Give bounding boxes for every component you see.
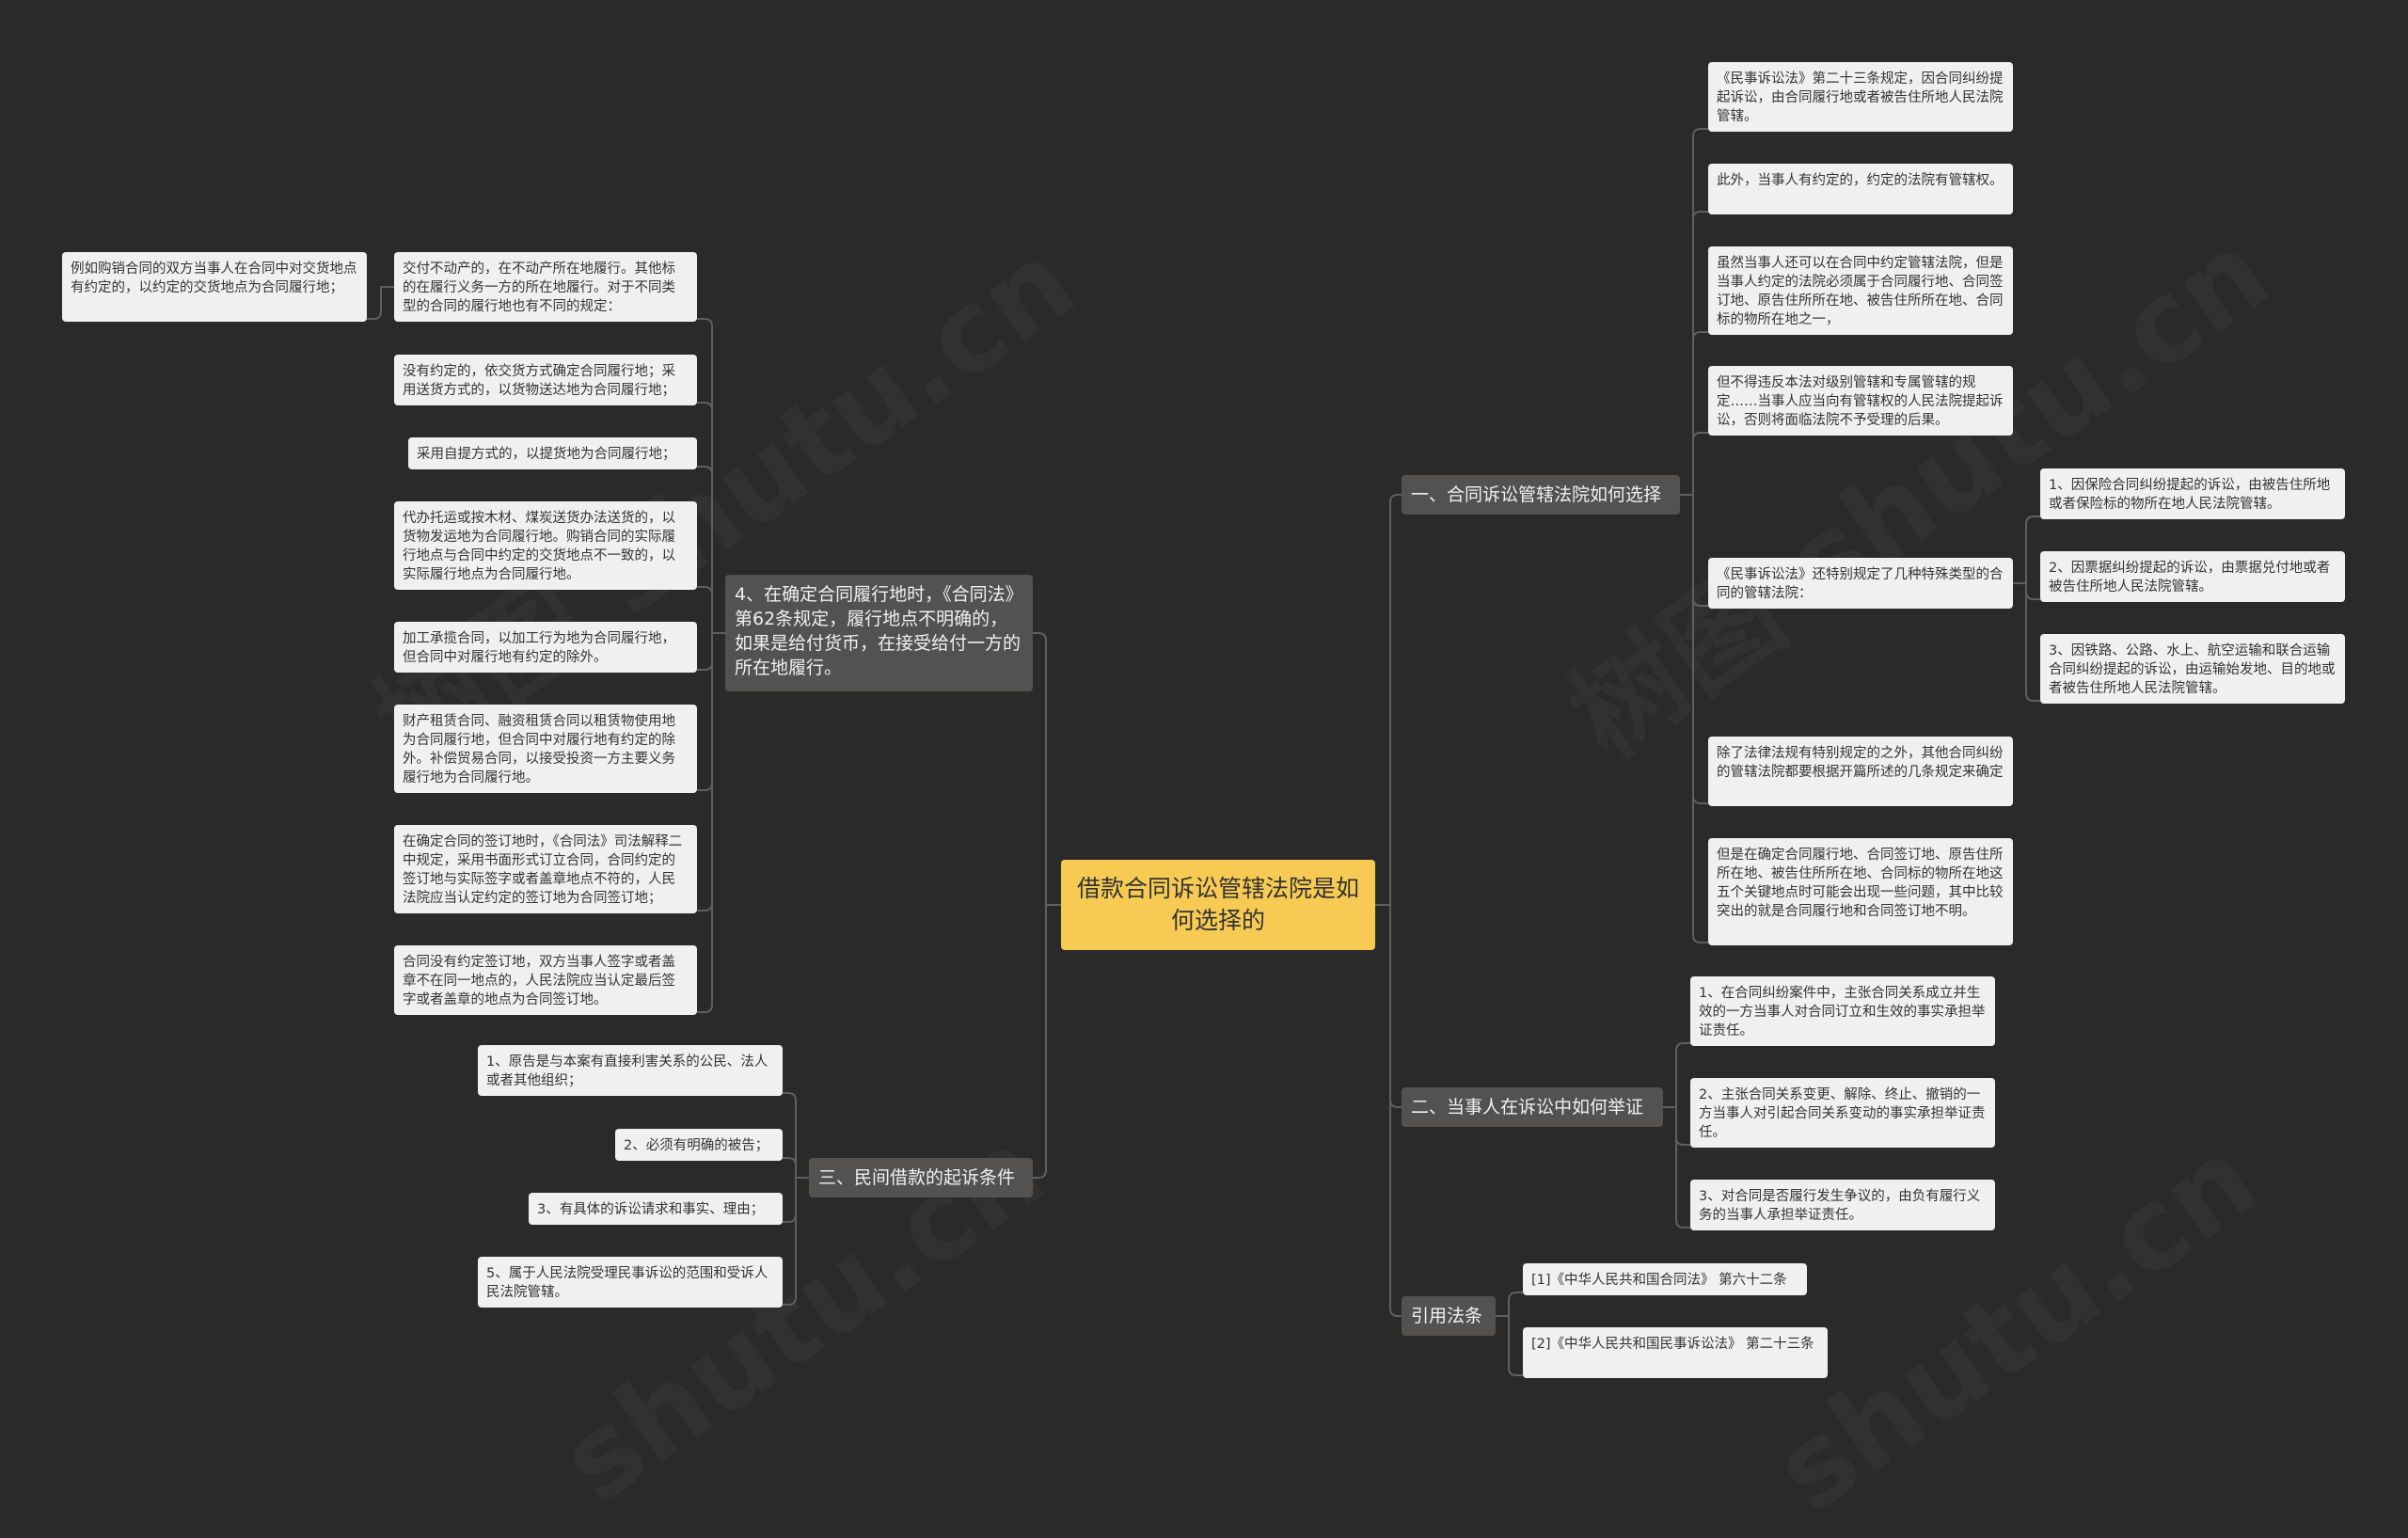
leaf-special-jurisdiction[interactable]: 2、因票据纠纷提起的诉讼，由票据兑付地或者被告住所地人民法院管辖。 (2040, 551, 2345, 602)
leaf-special-jurisdiction[interactable]: 3、因铁路、公路、水上、航空运输和联合运输合同纠纷提起的诉讼，由运输始发地、目的… (2040, 634, 2345, 704)
leaf-performance-item[interactable]: 采用自提方式的，以提货地为合同履行地； (408, 437, 697, 469)
leaf-performance-item[interactable]: 财产租赁合同、融资租赁合同以租赁物使用地为合同履行地，但合同中对履行地有约定的除… (394, 705, 697, 793)
root-topic[interactable]: 借款合同诉讼管辖法院是如何选择的 (1061, 860, 1375, 950)
leaf-lawsuit-condition[interactable]: 1、原告是与本案有直接利害关系的公民、法人或者其他组织； (478, 1045, 783, 1096)
leaf-performance-item[interactable]: 代办托运或按木材、煤炭送货办法送货的，以货物发运地为合同履行地。购销合同的实际履… (394, 501, 697, 590)
branch-cited-laws[interactable]: 引用法条 (1402, 1296, 1496, 1336)
leaf-proof-item[interactable]: 3、对合同是否履行发生争议的，由负有履行义务的当事人承担举证责任。 (1690, 1180, 1995, 1230)
leaf-lawsuit-condition[interactable]: 2、必须有明确的被告； (615, 1129, 783, 1161)
leaf-jurisdiction-item[interactable]: 除了法律法规有特别规定的之外，其他合同纠纷的管辖法院都要根据开篇所述的几条规定来… (1708, 737, 2013, 806)
leaf-performance-item[interactable]: 没有约定的，依交货方式确定合同履行地；采用送货方式的，以货物送达地为合同履行地； (394, 355, 697, 405)
connector-lines (367, 128, 2040, 1376)
leaf-performance-item[interactable]: 合同没有约定签订地，双方当事人签字或者盖章不在同一地点的，人民法院应当认定最后签… (394, 945, 697, 1015)
leaf-lawsuit-condition[interactable]: 3、有具体的诉讼请求和事实、理由； (529, 1193, 783, 1225)
branch-jurisdiction-choice[interactable]: 一、合同诉讼管辖法院如何选择 (1402, 475, 1680, 515)
leaf-jurisdiction-item[interactable]: 《民事诉讼法》还特别规定了几种特殊类型的合同的管辖法院： (1708, 558, 2013, 609)
leaf-example-delivery-place[interactable]: 例如购销合同的双方当事人在合同中对交货地点有约定的，以约定的交货地点为合同履行地… (62, 252, 367, 322)
leaf-proof-item[interactable]: 2、主张合同关系变更、解除、终止、撤销的一方当事人对引起合同关系变动的事实承担举… (1690, 1078, 1995, 1148)
leaf-proof-item[interactable]: 1、在合同纠纷案件中，主张合同关系成立并生效的一方当事人对合同订立和生效的事实承… (1690, 976, 1995, 1046)
leaf-special-jurisdiction[interactable]: 1、因保险合同纠纷提起的诉讼，由被告住所地或者保险标的物所在地人民法院管辖。 (2040, 468, 2345, 519)
leaf-jurisdiction-item[interactable]: 此外，当事人有约定的，约定的法院有管辖权。 (1708, 164, 2013, 214)
leaf-jurisdiction-item[interactable]: 但是在确定合同履行地、合同签订地、原告住所所在地、被告住所所在地、合同标的物所在… (1708, 838, 2013, 945)
leaf-jurisdiction-item[interactable]: 《民事诉讼法》第二十三条规定，因合同纠纷提起诉讼，由合同履行地或者被告住所地人民… (1708, 62, 2013, 132)
branch-burden-of-proof[interactable]: 二、当事人在诉讼中如何举证 (1402, 1087, 1663, 1127)
leaf-jurisdiction-item[interactable]: 虽然当事人还可以在合同中约定管辖法院，但是当事人约定的法院必须属于合同履行地、合… (1708, 246, 2013, 335)
leaf-cited-law[interactable]: [1]《中华人民共和国合同法》 第六十二条 (1523, 1263, 1807, 1295)
leaf-lawsuit-condition[interactable]: 5、属于人民法院受理民事诉讼的范围和受诉人民法院管辖。 (478, 1257, 783, 1308)
leaf-jurisdiction-item[interactable]: 但不得违反本法对级别管辖和专属管辖的规定……当事人应当向有管辖权的人民法院提起诉… (1708, 366, 2013, 436)
leaf-cited-law[interactable]: [2]《中华人民共和国民事诉讼法》 第二十三条 (1523, 1327, 1828, 1378)
leaf-performance-item[interactable]: 在确定合同的签订地时，《合同法》司法解释二中规定，采用书面形式订立合同，合同约定… (394, 825, 697, 913)
leaf-performance-item[interactable]: 加工承揽合同，以加工行为地为合同履行地，但合同中对履行地有约定的除外。 (394, 622, 697, 673)
branch-contract-performance-place[interactable]: 4、在确定合同履行地时，《合同法》第62条规定，履行地点不明确的，如果是给付货币… (725, 575, 1033, 691)
leaf-performance-item[interactable]: 交付不动产的，在不动产所在地履行。其他标的在履行义务一方的所在地履行。对于不同类… (394, 252, 697, 322)
branch-lawsuit-conditions[interactable]: 三、民间借款的起诉条件 (809, 1158, 1033, 1197)
